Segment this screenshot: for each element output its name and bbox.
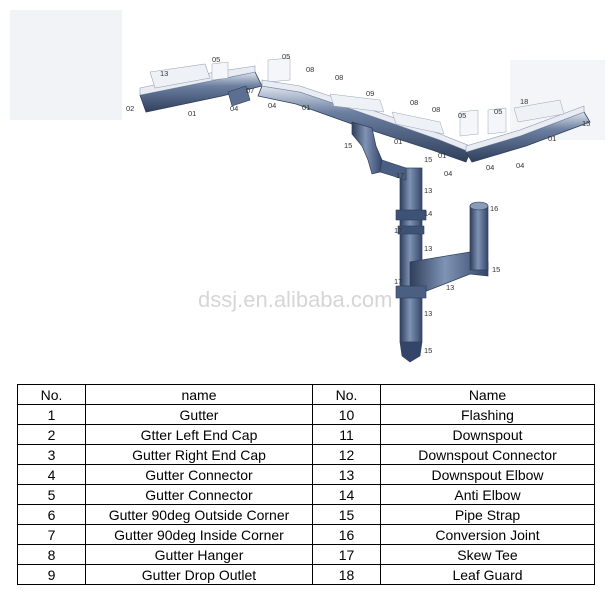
callout-18: 18 (520, 97, 528, 106)
callout-04: 04 (516, 161, 524, 170)
header-no-right: No. (312, 384, 381, 405)
callout-15: 17 (394, 226, 402, 235)
callout-02: 02 (126, 104, 134, 113)
callout-13: 15 (344, 141, 352, 150)
downspout-assembly (351, 121, 489, 363)
callout-06: 04 (486, 163, 494, 172)
watermark: dssj.en.alibaba.com (198, 287, 392, 312)
callout-16: 16 (490, 204, 498, 213)
cell-name: Gutter Hanger (85, 544, 313, 565)
table-row: 8 Gutter Hanger 17 Skew Tee (17, 544, 595, 565)
cell-name: Gutter Right End Cap (85, 444, 313, 465)
callout-08: 08 (410, 98, 418, 107)
callout-05: 05 (458, 111, 466, 120)
cell-no: 9 (17, 564, 86, 585)
callout-01: 01 (438, 151, 446, 160)
callout-17: 17 (394, 277, 402, 286)
cell-name: Gutter (85, 404, 313, 425)
cell-name: Downspout (380, 424, 595, 445)
callout-01: 01 (302, 103, 310, 112)
gutter-run-left (139, 57, 291, 113)
header-no-left: No. (17, 384, 86, 405)
cell-name: Flashing (380, 404, 595, 425)
cell-no: 17 (312, 544, 381, 565)
parts-table: No. name No. Name 1 Gutter 10 Flashing 2… (17, 384, 595, 585)
cell-no: 18 (312, 564, 381, 585)
cell-no: 3 (17, 444, 86, 465)
header-name-left: name (85, 384, 313, 405)
callout-13: 15 (424, 346, 432, 355)
cell-no: 1 (17, 404, 86, 425)
cell-name: Downspout Elbow (380, 464, 595, 485)
cell-no: 16 (312, 524, 381, 545)
callout-04: 04 (230, 104, 238, 113)
table-row: 3 Gutter Right End Cap 12 Downspout Conn… (17, 444, 595, 465)
table-header-row: No. name No. Name (17, 384, 595, 405)
callout-13: 15 (424, 155, 432, 164)
cell-name: Skew Tee (380, 544, 595, 565)
callout-05: 05 (494, 107, 502, 116)
cell-name: Leaf Guard (380, 564, 595, 585)
cell-no: 15 (312, 504, 381, 525)
cell-name: Anti Elbow (380, 484, 595, 505)
cell-name: Downspout Connector (380, 444, 595, 465)
callout-11: 13 (424, 244, 432, 253)
table-row: 1 Gutter 10 Flashing (17, 404, 595, 425)
callout-11: 13 (424, 309, 432, 318)
callout-12: 14 (424, 209, 432, 218)
cell-no: 5 (17, 484, 86, 505)
table-row: 2 Gtter Left End Cap 11 Downspout (17, 424, 595, 445)
gutter-system-diagram: dssj.en.alibaba.com 13 05 05 08 08 09 08… (10, 10, 605, 363)
callout-11: 13 (424, 186, 432, 195)
callout-11: 13 (446, 283, 454, 292)
table-row: 7 Gutter 90deg Inside Corner 16 Conversi… (17, 524, 595, 545)
callout-01: 01 (188, 109, 196, 118)
cell-no: 13 (312, 464, 381, 485)
table-row: 6 Gutter 90deg Outside Corner 15 Pipe St… (17, 504, 595, 525)
callout-labels: 13 05 05 08 08 09 08 08 05 05 18 02 01 0… (126, 52, 590, 355)
callout-09: 09 (366, 89, 374, 98)
gutter-run-middle (257, 79, 507, 163)
callout-08: 08 (306, 65, 314, 74)
table-row: 5 Gutter Connector 14 Anti Elbow (17, 484, 595, 505)
cell-no: 14 (312, 484, 381, 505)
cell-no: 6 (17, 504, 86, 525)
callout-08: 08 (432, 105, 440, 114)
callout-13: 15 (582, 119, 590, 128)
cell-name: Pipe Strap (380, 504, 595, 525)
cell-name: Gutter 90deg Inside Corner (85, 524, 313, 545)
cell-name: Gtter Left End Cap (85, 424, 313, 445)
cell-name: Gutter 90deg Outside Corner (85, 504, 313, 525)
callout-15: 17 (396, 171, 404, 180)
callout-08: 08 (335, 73, 343, 82)
callout-01: 01 (394, 137, 402, 146)
cell-name: Conversion Joint (380, 524, 595, 545)
callout-04: 04 (444, 169, 452, 178)
callout-05: 05 (282, 52, 290, 61)
callout-01: 01 (548, 134, 556, 143)
table-row: 4 Gutter Connector 13 Downspout Elbow (17, 464, 595, 485)
cell-name: Gutter Connector (85, 484, 313, 505)
cell-no: 4 (17, 464, 86, 485)
cell-name: Gutter Drop Outlet (85, 564, 313, 585)
table-row: 9 Gutter Drop Outlet 18 Leaf Guard (17, 564, 595, 585)
cell-no: 8 (17, 544, 86, 565)
cell-no: 11 (312, 424, 381, 445)
callout-10: 13 (160, 69, 168, 78)
cell-name: Gutter Connector (85, 464, 313, 485)
cell-no: 12 (312, 444, 381, 465)
callout-04: 04 (268, 101, 276, 110)
cell-no: 2 (17, 424, 86, 445)
callout-05: 05 (212, 55, 220, 64)
callout-07: 07 (246, 86, 254, 95)
cell-no: 7 (17, 524, 86, 545)
cell-no: 10 (312, 404, 381, 425)
gutter-run-right (465, 99, 591, 163)
callout-14: 15 (492, 265, 500, 274)
backdrop-left (10, 10, 122, 120)
header-name-right: Name (380, 384, 595, 405)
